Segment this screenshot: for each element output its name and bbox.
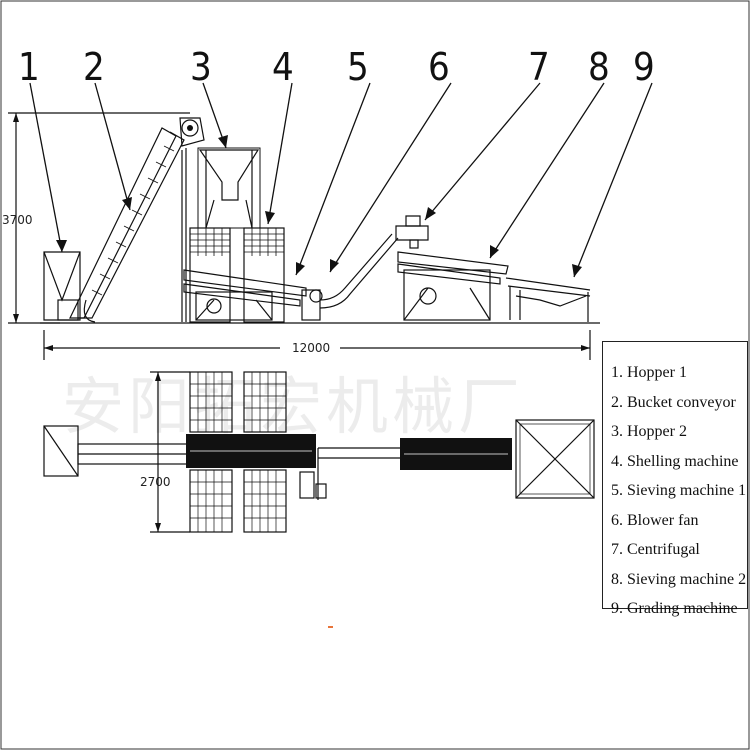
callout-9: 9 bbox=[633, 45, 655, 89]
leader-arrowheads bbox=[56, 135, 582, 277]
dimension-length: 12000 bbox=[292, 341, 330, 355]
legend-item: 7.Centrifugal bbox=[611, 541, 700, 558]
watermark: 安阳拓宏机械厂 bbox=[62, 370, 524, 443]
elevation-view bbox=[8, 112, 600, 360]
callout-6: 6 bbox=[428, 45, 450, 89]
callout-7: 7 bbox=[528, 45, 550, 89]
legend-item: 5.Sieving machine 1 bbox=[611, 482, 747, 499]
legend-item: 2.Bucket conveyor bbox=[611, 393, 736, 411]
elevation-fills bbox=[13, 113, 590, 351]
legend-item: 8.Sieving machine 2 bbox=[611, 570, 747, 588]
callout-3: 3 bbox=[190, 45, 212, 89]
stray-mark bbox=[328, 626, 333, 628]
dimension-width: 2700 bbox=[140, 475, 171, 489]
legend-item: 4.Shelling machine bbox=[611, 452, 739, 470]
callout-4: 4 bbox=[272, 45, 294, 89]
plan-view bbox=[43, 371, 595, 533]
plan-highlights bbox=[190, 450, 508, 455]
callout-1: 1 bbox=[18, 45, 40, 89]
legend-item: 6.Blower fan bbox=[611, 511, 699, 529]
legend-item: 1.Hopper 1 bbox=[611, 364, 687, 381]
callout-5: 5 bbox=[347, 45, 369, 89]
callout-2: 2 bbox=[83, 45, 105, 89]
legend-item: 9.Grading machine bbox=[611, 600, 738, 617]
legend-item: 3.Hopper 2 bbox=[611, 423, 687, 440]
legend: 1.Hopper 1 2.Bucket conveyor 3.Hopper 2 … bbox=[602, 341, 748, 617]
callout-8: 8 bbox=[588, 45, 610, 89]
leader-lines bbox=[29, 82, 653, 278]
dimension-height: 3700 bbox=[2, 213, 33, 227]
